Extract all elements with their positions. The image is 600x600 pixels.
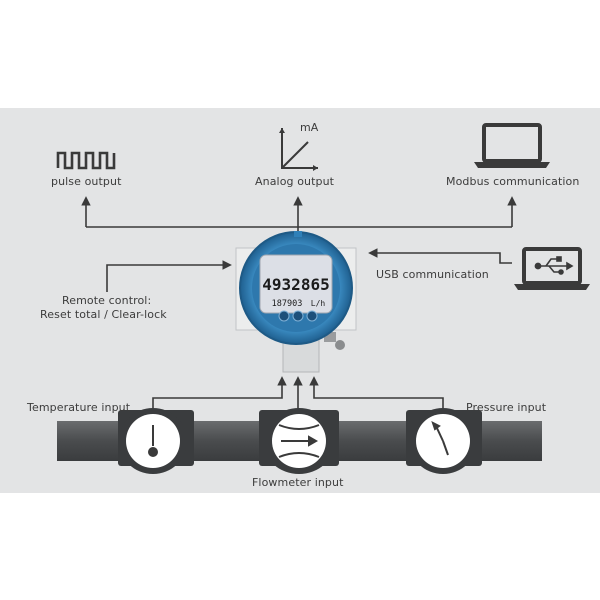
analog-unit-label: mA — [300, 121, 319, 134]
output-connectors — [81, 196, 517, 232]
laptop-icon — [474, 123, 550, 168]
temperature-sensor — [118, 408, 194, 474]
remote-control-sublabel: Reset total / Clear-lock — [40, 308, 167, 321]
display-main-value: 4932865 — [262, 275, 329, 294]
remote-control-label: Remote control: — [62, 294, 152, 307]
flow-computer-device — [235, 231, 357, 373]
analog-graph-icon — [279, 128, 318, 171]
pressure-input-label: Pressure input — [466, 401, 547, 414]
modbus-label: Modbus communication — [446, 175, 580, 188]
usb-laptop-icon — [514, 247, 590, 290]
flowmeter-input-label: Flowmeter input — [252, 476, 344, 489]
remote-connector — [106, 260, 232, 292]
pulse-output-label: pulse output — [51, 175, 122, 188]
display-second-unit: L/h — [311, 299, 326, 308]
pulse-wave-icon — [56, 151, 116, 170]
thermometer-icon — [148, 425, 158, 457]
display-second-value: 187903 — [272, 299, 303, 309]
usb-symbol-icon — [534, 256, 574, 275]
usb-label: USB communication — [376, 268, 489, 281]
usb-connector — [368, 248, 512, 264]
input-connectors — [152, 376, 444, 410]
temperature-input-label: Temperature input — [27, 401, 131, 414]
analog-output-label: Analog output — [255, 175, 335, 188]
flow-arrow-icon — [278, 424, 320, 458]
pressure-gauge-icon — [431, 421, 449, 456]
